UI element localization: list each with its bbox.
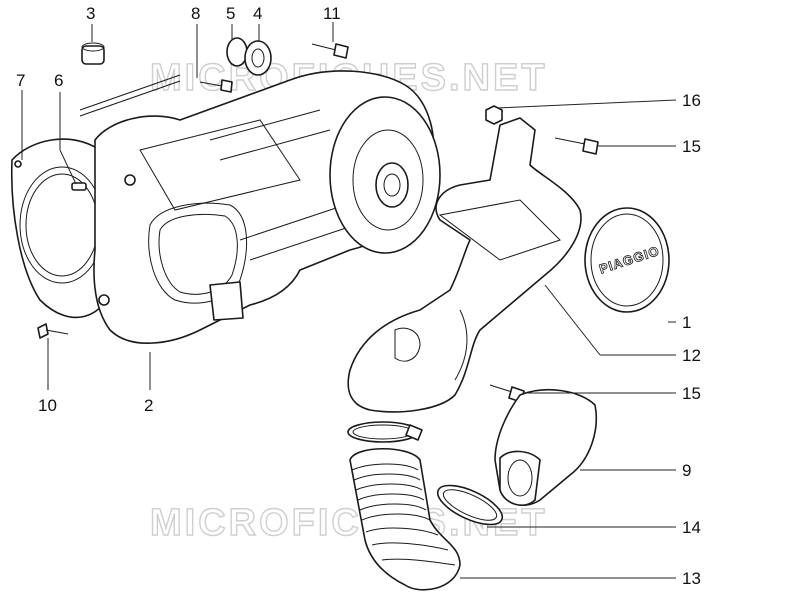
callout-1: 1 — [682, 313, 691, 332]
callout-7: 7 — [16, 71, 25, 90]
callout-13: 13 — [682, 569, 701, 588]
part-7-gasket — [10, 138, 119, 319]
part-11-screw — [311, 43, 349, 59]
callout-5: 5 — [226, 4, 235, 23]
part-10-screw — [37, 323, 69, 339]
callout-4: 4 — [253, 4, 262, 23]
callout-15-upper: 15 — [682, 137, 701, 156]
part-16-nut — [485, 105, 503, 125]
callout-6: 6 — [54, 71, 63, 90]
part-12-intake-duct — [347, 117, 582, 413]
callout-16: 16 — [682, 91, 701, 110]
part-9-housing — [494, 389, 598, 506]
part-3-plug — [81, 42, 105, 65]
callout-15-lower: 15 — [682, 384, 701, 403]
callout-3: 3 — [86, 4, 95, 23]
callout-10: 10 — [38, 396, 57, 415]
callout-12: 12 — [682, 346, 701, 365]
part-6-pin — [71, 182, 87, 191]
part-13-hose — [349, 447, 461, 591]
part-14-clamps — [347, 421, 504, 526]
part-4-bearing — [244, 40, 272, 76]
part-15-screw-upper — [554, 137, 599, 155]
variator-drum — [329, 96, 441, 254]
part-8-screw — [199, 79, 233, 93]
part-1-cap: PIAGGIO — [584, 207, 670, 313]
callout-14: 14 — [682, 518, 701, 537]
callout-8: 8 — [191, 4, 200, 23]
callout-2: 2 — [144, 396, 153, 415]
part-5-ring — [226, 37, 248, 67]
leader-lines — [21, 22, 677, 579]
callout-11: 11 — [323, 4, 341, 23]
callout-9: 9 — [682, 461, 691, 480]
